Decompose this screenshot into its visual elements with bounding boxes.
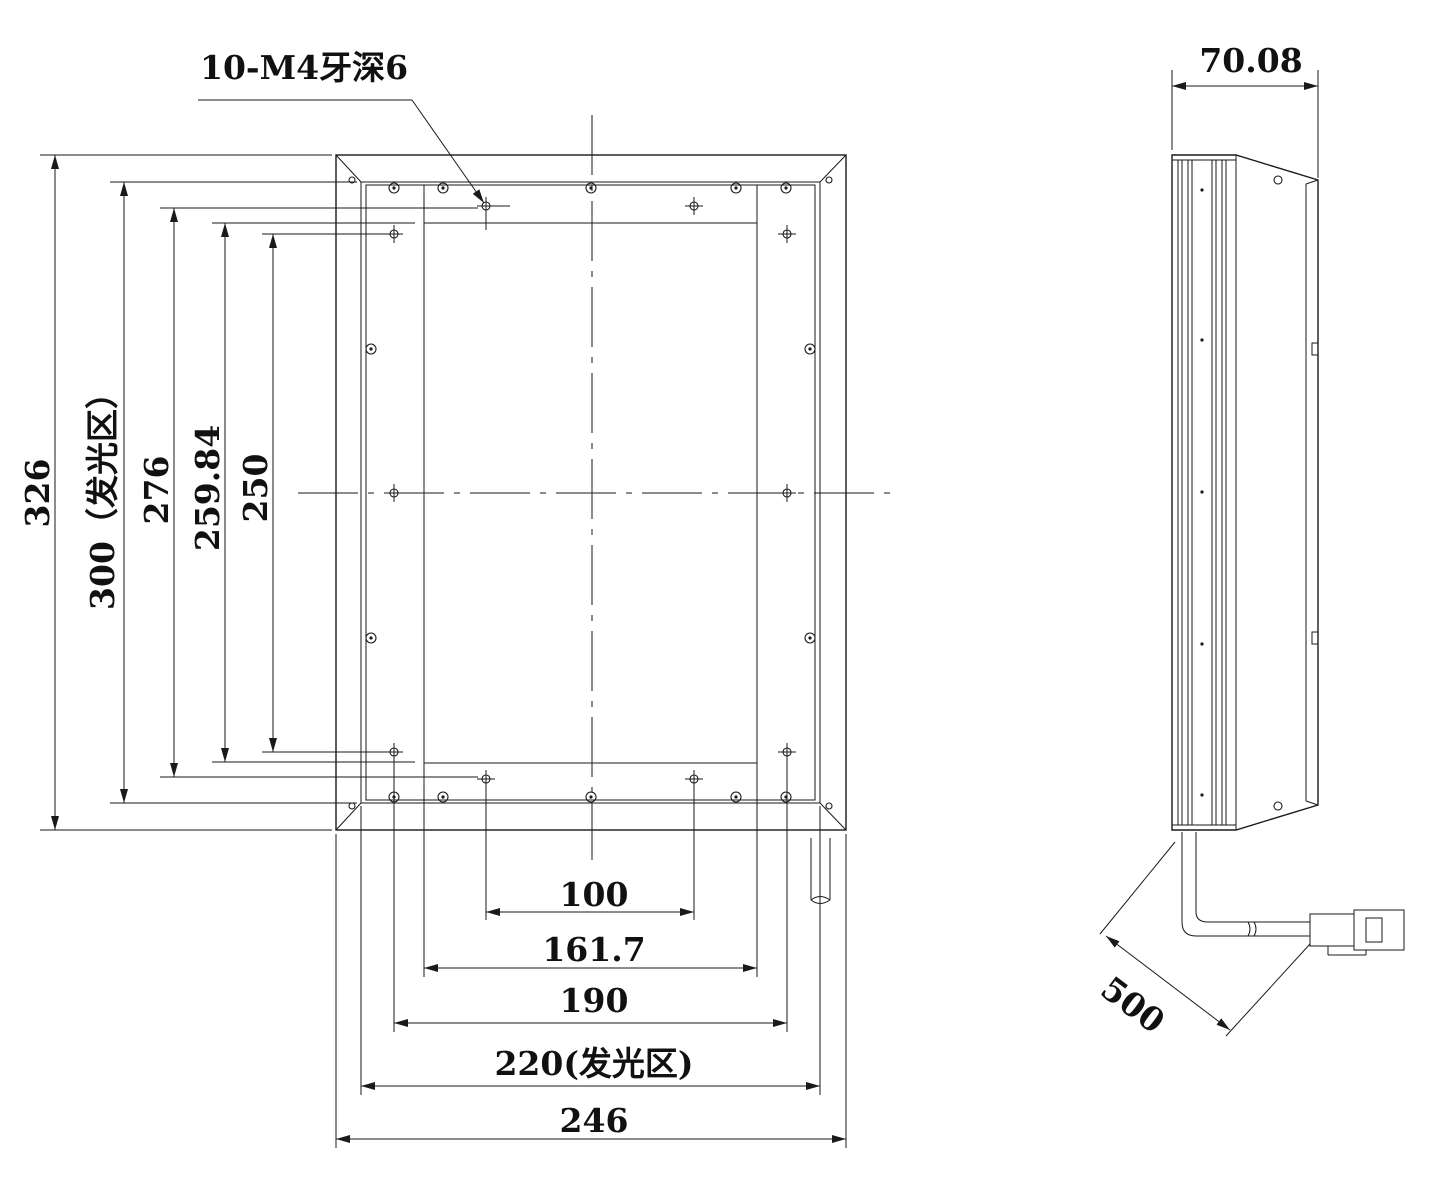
dim-text-100: 100	[560, 875, 629, 914]
callout-leader	[411, 99, 485, 204]
vertical-dimensions: 326 300（发光区） 276 259.84 250	[18, 154, 478, 831]
dim-text-250: 250	[236, 454, 275, 523]
front-view	[298, 115, 895, 904]
dim-text-161: 161.7	[542, 930, 645, 969]
mounting-holes	[348, 176, 833, 810]
dim-text-cable: 500	[1094, 969, 1172, 1042]
side-view: 70.08	[1094, 41, 1405, 1042]
dim-text-276: 276	[137, 456, 176, 525]
side-cable	[1181, 832, 1405, 956]
callout-text: 10-M4牙深6	[200, 48, 408, 87]
dim-line-cable	[1105, 935, 1231, 1031]
connector	[1309, 913, 1355, 947]
dim-text-220: 220(发光区)	[494, 1044, 693, 1083]
side-body	[1171, 154, 1319, 831]
dim-text-326: 326	[18, 459, 57, 528]
horizontal-dimensions: 100 161.7 190 220(发光区) 246	[335, 760, 847, 1148]
dim-text-300: 300（发光区）	[83, 376, 122, 610]
dim-text-190: 190	[560, 981, 629, 1020]
thread-callout: 10-M4牙深6	[198, 48, 485, 204]
dim-text-depth: 70.08	[1199, 41, 1302, 80]
dim-text-246: 246	[560, 1101, 629, 1140]
heatsink-fins	[1172, 159, 1236, 826]
dim-text-259: 259.84	[188, 425, 227, 551]
